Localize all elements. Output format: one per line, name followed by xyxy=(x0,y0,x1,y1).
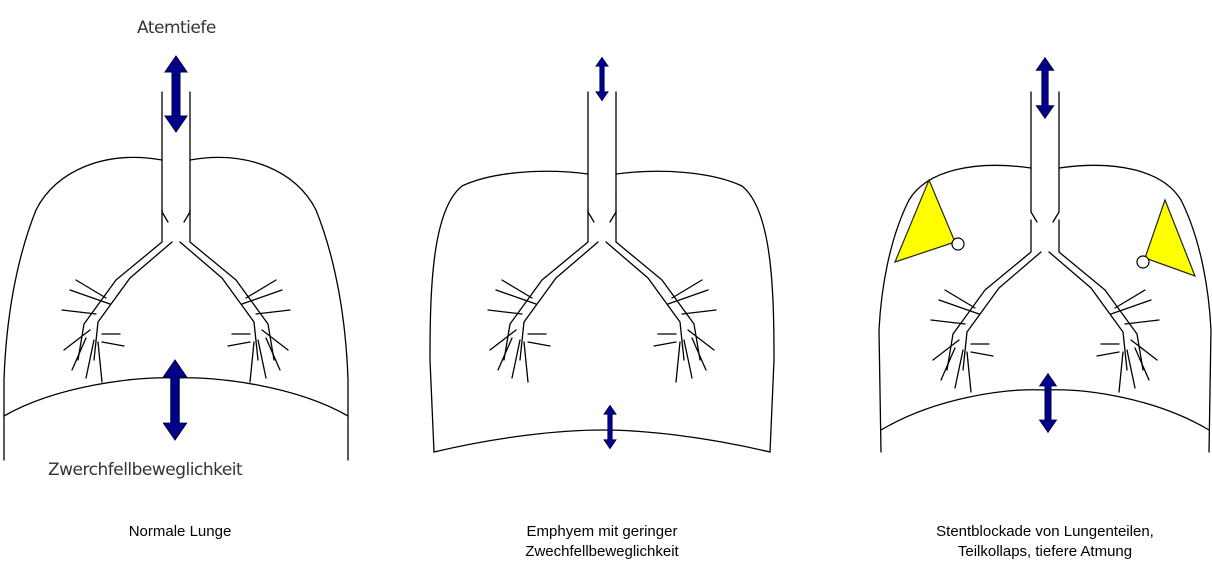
caption-panel-1: Normale Lunge xyxy=(0,522,360,542)
stent-valve-right xyxy=(1137,256,1149,268)
caption-panel-3-line2: Teilkollaps, tiefere Atmung xyxy=(865,542,1212,562)
diaphragm-arrow-1 xyxy=(163,360,186,440)
caption-panel-2: Emphyem mit geringer Zwechfellbeweglichk… xyxy=(422,522,782,562)
collapsed-segment-left xyxy=(895,180,955,262)
diaphragm-arrow-2 xyxy=(604,405,617,449)
caption-panel-2-line2: Zwechfellbeweglichkeit xyxy=(422,542,782,562)
caption-panel-1-line1: Normale Lunge xyxy=(0,522,360,542)
caption-panel-3: Stentblockade von Lungenteilen, Teilkoll… xyxy=(865,522,1212,562)
label-atemtiefe: Atemtiefe xyxy=(137,18,216,38)
breath-depth-arrow-3 xyxy=(1036,58,1054,119)
caption-panel-3-line1: Stentblockade von Lungenteilen, xyxy=(865,522,1212,542)
caption-panel-2-line1: Emphyem mit geringer xyxy=(422,522,782,542)
breath-depth-arrow-2 xyxy=(596,57,609,101)
breath-depth-arrow-1 xyxy=(165,56,187,132)
collapsed-segment-right xyxy=(1145,200,1195,276)
diaphragm-arrow-3 xyxy=(1039,374,1056,433)
panel-emphysema xyxy=(430,92,774,452)
label-zwerchfellbeweglichkeit: Zwerchfellbeweglichkeit xyxy=(48,460,242,480)
stent-valve-left xyxy=(952,238,964,250)
